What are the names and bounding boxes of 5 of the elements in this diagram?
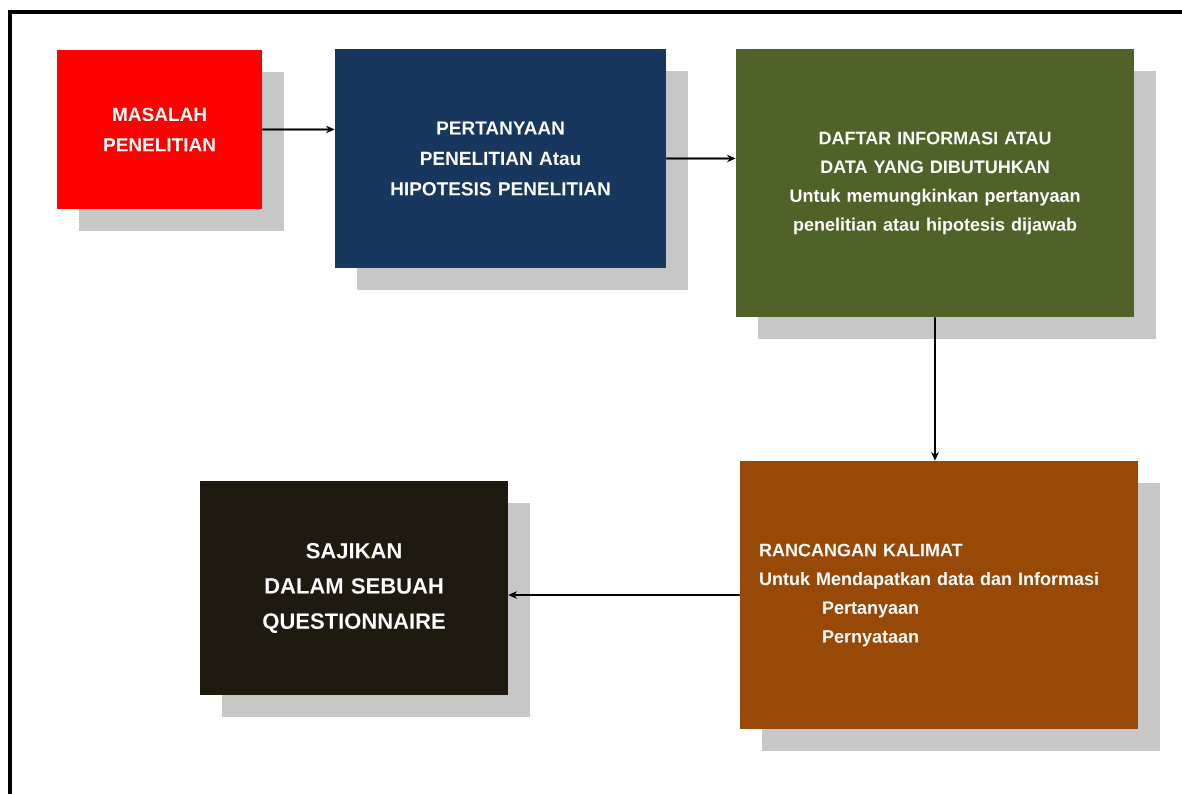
process-box: PERTANYAAN PENELITIAN Atau HIPOTESIS PENELITIAN — [335, 49, 688, 290]
process-box: MASALAH PENELITIAN — [57, 50, 284, 231]
process-box: RANCANGAN KALIMAT Untuk Mendapatkan data dan Informasi Pertanyaan Pernyataan — [740, 461, 1160, 751]
process-box: SAJIKAN DALAM SEBUAH QUESTIONNAIRE — [200, 481, 530, 717]
process-box: DAFTAR INFORMASI ATAU DATA YANG DIBUTUHKAN Untuk memungkinkan pertanyaan penelitian atau hipotesis dijawab — [736, 49, 1156, 339]
